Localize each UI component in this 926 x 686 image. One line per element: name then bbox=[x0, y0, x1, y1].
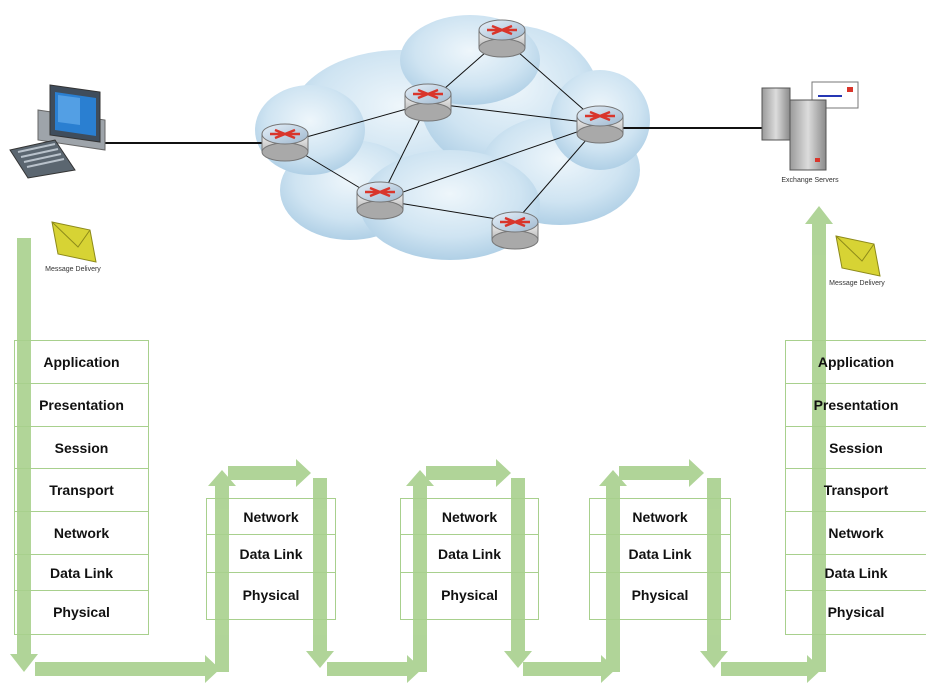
router-icon bbox=[478, 19, 526, 58]
layer-network: Network bbox=[15, 512, 148, 555]
router-stack-1: Network Data Link Physical bbox=[206, 498, 336, 620]
router-icon bbox=[356, 181, 404, 220]
layer-network: Network bbox=[207, 499, 335, 535]
envelope-icon bbox=[51, 221, 97, 263]
layer-data-link: Data Link bbox=[15, 555, 148, 591]
router-stack-2: Network Data Link Physical bbox=[400, 498, 539, 620]
router-icon bbox=[261, 123, 309, 162]
envelope-label: Message Delivery bbox=[829, 280, 885, 287]
layer-physical: Physical bbox=[242, 587, 300, 603]
layer-presentation: Presentation bbox=[15, 384, 148, 427]
server-caption: Exchange Servers bbox=[781, 177, 839, 184]
router-icon bbox=[404, 83, 452, 122]
layer-network: Network bbox=[401, 499, 538, 535]
layer-transport: Transport bbox=[786, 469, 926, 512]
layer-physical: Physical bbox=[631, 587, 689, 603]
layer-data-link: Data Link bbox=[590, 535, 730, 573]
server-icon bbox=[761, 81, 859, 171]
layer-network: Network bbox=[786, 512, 926, 555]
layer-physical: Physical bbox=[441, 587, 498, 603]
client-osi-stack: Application Presentation Session Transpo… bbox=[14, 340, 149, 635]
layer-session: Session bbox=[786, 427, 926, 469]
layer-data-link: Data Link bbox=[401, 535, 538, 573]
layer-presentation: Presentation bbox=[786, 384, 926, 427]
router-icon bbox=[576, 105, 624, 144]
data-flow-path bbox=[10, 206, 833, 683]
envelope-icon bbox=[835, 235, 881, 277]
layer-data-link: Data Link bbox=[207, 535, 335, 573]
layer-application: Application bbox=[786, 341, 926, 384]
envelope-label: Message Delivery bbox=[45, 266, 101, 273]
layer-application: Application bbox=[15, 341, 148, 384]
server-osi-stack: Application Presentation Session Transpo… bbox=[785, 340, 926, 635]
router-stack-3: Network Data Link Physical bbox=[589, 498, 731, 620]
layer-network: Network bbox=[590, 499, 730, 535]
layer-physical: Physical bbox=[827, 604, 885, 620]
layer-transport: Transport bbox=[15, 469, 148, 512]
layer-physical: Physical bbox=[53, 604, 110, 620]
computer-icon bbox=[9, 84, 106, 179]
layer-data-link: Data Link bbox=[786, 555, 926, 591]
router-icon bbox=[491, 211, 539, 250]
layer-session: Session bbox=[15, 427, 148, 469]
